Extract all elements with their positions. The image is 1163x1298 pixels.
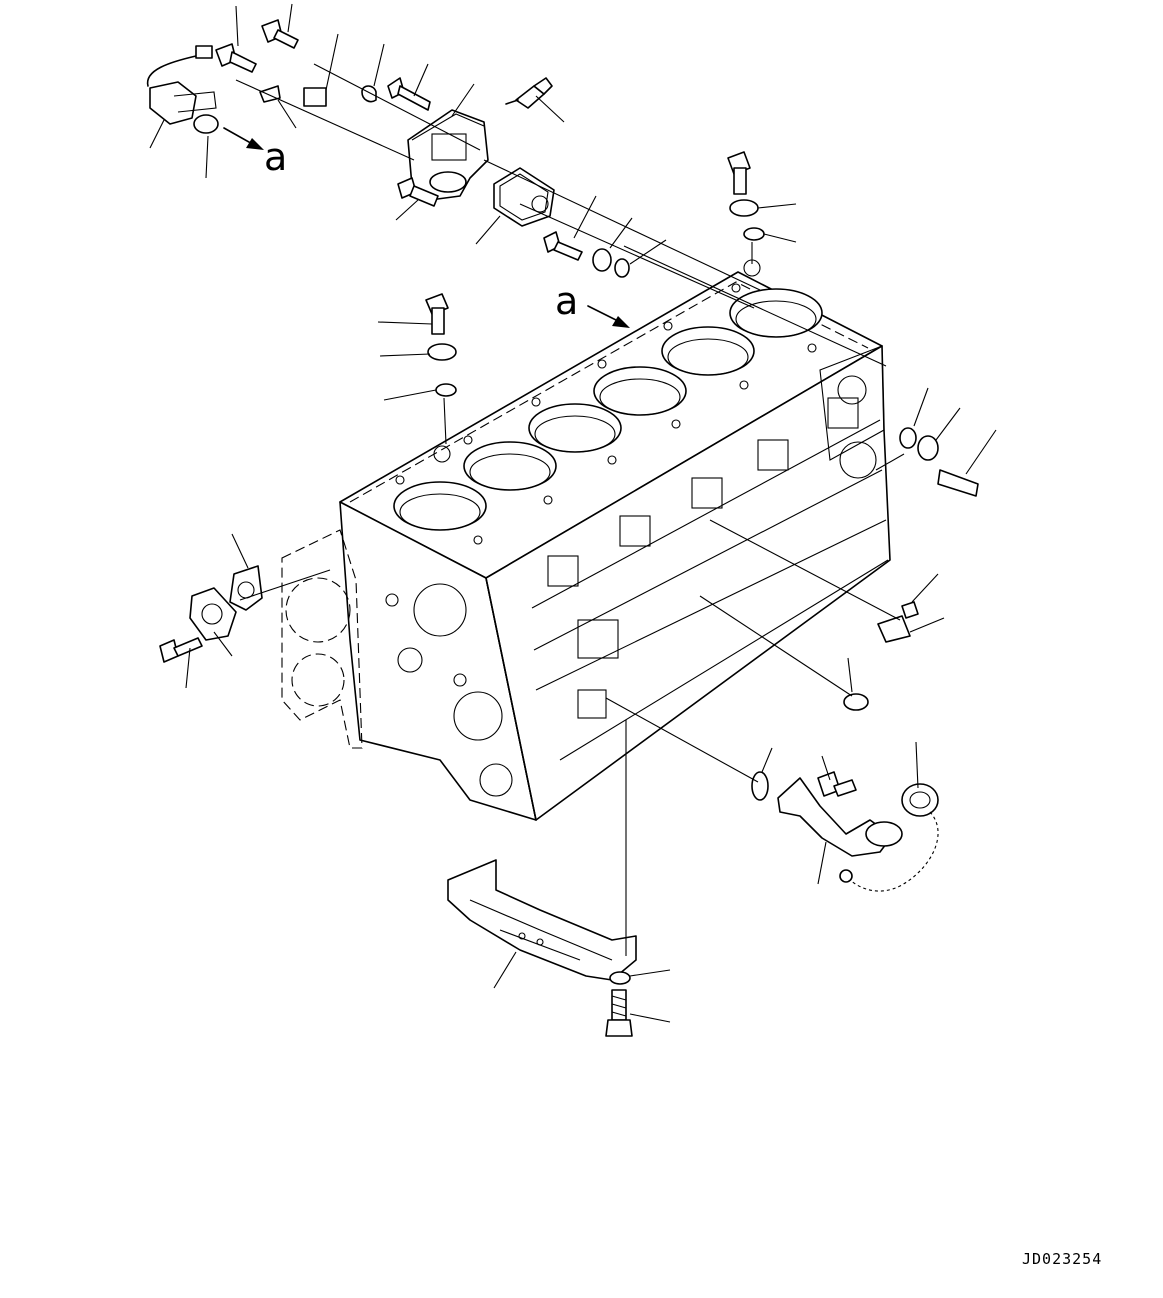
drain-plug (843, 601, 919, 711)
leader-lines (149, 3, 997, 1023)
switch-bolts (215, 19, 327, 107)
cylinder-block (281, 259, 891, 821)
temperature-sensor (505, 77, 553, 109)
drawing-id-label: JD023254 (1022, 1250, 1103, 1268)
bottom-bolt (605, 971, 633, 1037)
housing-bolts (361, 77, 583, 261)
water-housing (407, 109, 489, 201)
view-arrow-1 (223, 127, 264, 150)
water-pipe-cap (751, 771, 939, 892)
side-cover-plate (159, 565, 263, 663)
view-marker-label-1: a (264, 135, 287, 179)
view-marker-label-2: a (555, 279, 578, 323)
oil-pan-bracket (447, 859, 637, 981)
mid-left-bolt (425, 293, 457, 397)
seal-ring-1 (592, 248, 630, 278)
right-side-union (899, 427, 979, 497)
view-arrow-2 (587, 305, 630, 328)
housing-gasket (493, 167, 555, 227)
pressure-switch-assembly (146, 45, 219, 134)
top-right-bolt (727, 151, 765, 241)
